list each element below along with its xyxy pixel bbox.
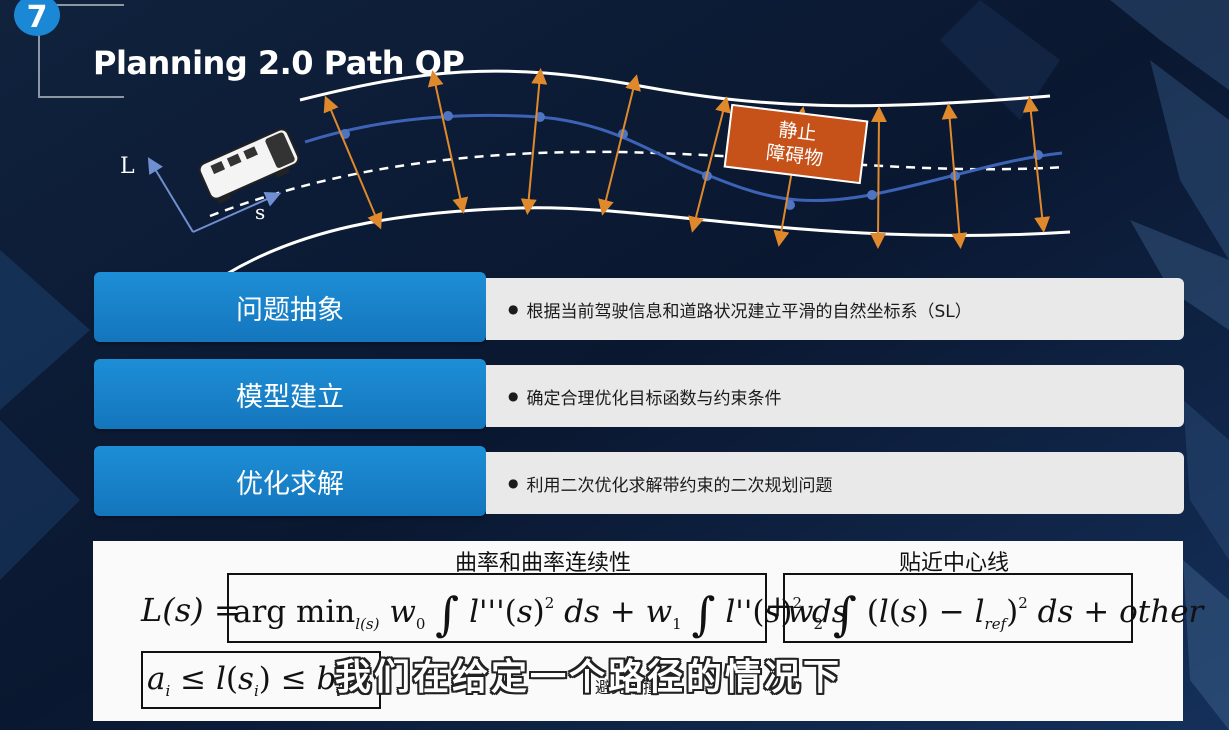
objective-centerline-term: w2 ∫ (l(s) − lref)2 ds + other xyxy=(787,587,1204,641)
bullet-icon: ● xyxy=(508,389,519,403)
obstacle-label-line2: 障碍物 xyxy=(764,141,825,171)
step-label: 问题抽象 xyxy=(94,272,486,342)
bullet-icon: ● xyxy=(508,302,519,316)
constraint-label: 避免碰撞 xyxy=(595,678,660,697)
video-subtitle: 我们在给定一个路径的情况下 xyxy=(335,657,843,698)
step-description-text: 根据当前驾驶信息和道路状况建立平滑的自然坐标系（SL） xyxy=(526,301,972,322)
argmin-operator: arg min xyxy=(233,594,356,630)
slide-number-badge: 7 xyxy=(14,0,60,36)
step-description-text: 利用二次优化求解带约束的二次规划问题 xyxy=(526,475,833,496)
step-description-text: 确定合理优化目标函数与约束条件 xyxy=(526,388,782,409)
constraint-box xyxy=(141,651,381,709)
step-row-modeling: 模型建立 ● 确定合理优化目标函数与约束条件 xyxy=(94,359,1184,429)
road-centerline xyxy=(209,150,1066,218)
slide-title: Planning 2.0 Path QP xyxy=(93,44,465,82)
corner-bracket-decoration xyxy=(38,4,124,98)
axis-l-label: L xyxy=(120,154,135,179)
step-description: ● 利用二次优化求解带约束的二次规划问题 xyxy=(486,452,1184,514)
road-upper-boundary xyxy=(299,69,1051,108)
formula-panel: 曲率和曲率连续性 贴近中心线 L(s) = arg minl(s) w0 ∫ l… xyxy=(93,541,1203,721)
objective-curvature-term: arg minl(s) w0 ∫ l'''(s)2 ds + w1 ∫ l''(… xyxy=(233,587,848,641)
road-path-diagram xyxy=(147,68,1071,277)
vehicle-icon xyxy=(198,128,300,204)
formula-lhs: L(s) = xyxy=(141,591,241,629)
argmin-subscript: l(s) xyxy=(355,615,380,633)
bullet-icon: ● xyxy=(508,476,519,490)
step-label: 优化求解 xyxy=(94,446,486,516)
axis-s-label: s xyxy=(255,200,266,224)
road-lower-boundary xyxy=(224,206,1071,277)
centerline-term-box xyxy=(783,573,1133,643)
heading-curvature: 曲率和曲率连续性 xyxy=(455,551,632,576)
step-row-solving: 优化求解 ● 利用二次优化求解带约束的二次规划问题 xyxy=(94,446,1184,516)
step-description: ● 根据当前驾驶信息和道路状况建立平滑的自然坐标系（SL） xyxy=(486,278,1184,340)
plus-sign: + xyxy=(765,589,791,624)
other-term: + other xyxy=(1083,594,1204,630)
planned-path xyxy=(304,113,1063,203)
step-label: 模型建立 xyxy=(94,359,486,429)
constraint-formula: ai ≤ l(si) ≤ bi xyxy=(147,661,342,700)
curvature-term-box xyxy=(227,573,767,643)
step-row-abstraction: 问题抽象 ● 根据当前驾驶信息和道路状况建立平滑的自然坐标系（SL） xyxy=(94,272,1184,342)
step-description: ● 确定合理优化目标函数与约束条件 xyxy=(486,365,1184,427)
heading-centerline: 贴近中心线 xyxy=(899,551,1010,576)
